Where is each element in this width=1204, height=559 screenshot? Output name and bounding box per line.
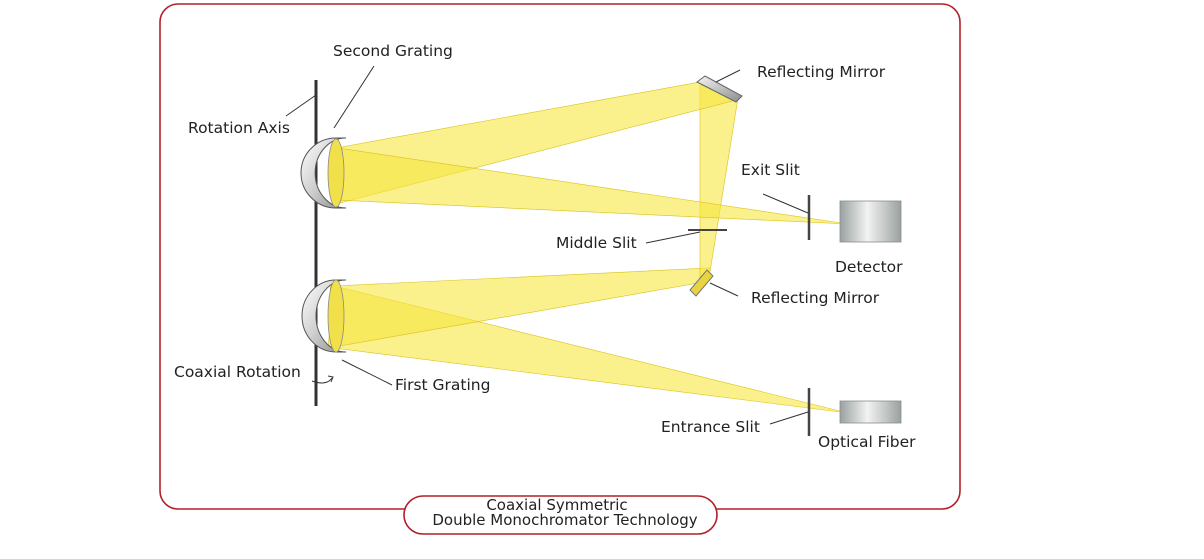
second-grating	[300, 137, 347, 209]
beam-mirror-to-mirror	[699, 84, 739, 281]
reflecting-mirror-top	[696, 75, 743, 103]
optical-fiber	[839, 400, 902, 424]
label-rotation-axis: Rotation Axis	[188, 119, 290, 137]
label-optical-fiber: Optical Fiber	[818, 433, 916, 451]
label-second-grating: Second Grating	[333, 42, 453, 60]
label-coaxial-rotation: Coaxial Rotation	[174, 363, 301, 381]
beam-second-grating-to-detector	[335, 147, 849, 225]
caption-line-1: Coaxial Symmetric	[486, 496, 627, 514]
caption-line-2: Double Monochromator Technology	[432, 511, 697, 529]
label-middle-slit: Middle Slit	[556, 234, 637, 252]
label-entrance-slit: Entrance Slit	[661, 418, 760, 436]
label-reflecting-mirror-bottom: Reflecting Mirror	[751, 289, 880, 307]
label-first-grating: First Grating	[395, 376, 490, 394]
label-exit-slit: Exit Slit	[741, 161, 800, 179]
leader-lines	[285, 65, 809, 425]
label-reflecting-mirror-top: Reflecting Mirror	[757, 63, 886, 81]
caption-box: Coaxial Symmetric Double Monochromator T…	[403, 495, 718, 535]
detector	[839, 200, 902, 243]
label-detector: Detector	[835, 258, 903, 276]
light-beams	[327, 81, 849, 414]
reflecting-mirror-bottom	[689, 269, 714, 297]
first-grating	[301, 279, 347, 353]
